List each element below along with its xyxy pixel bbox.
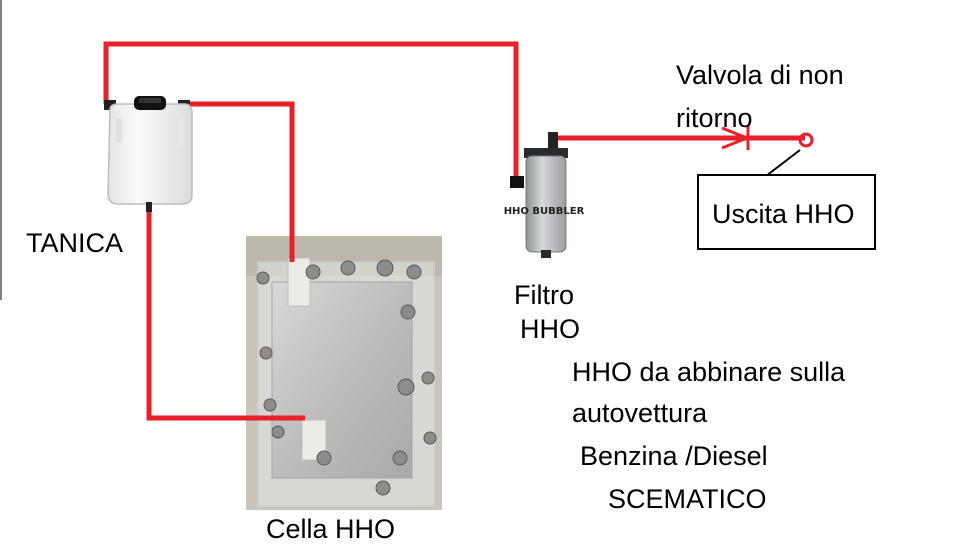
pipe-tank-to-filter (103, 41, 519, 184)
hho-bubbler-filter-image: HHO BUBBLER (504, 132, 585, 258)
filter-label-line2: HHO (520, 314, 580, 344)
hho-cell-image (246, 236, 442, 510)
cell-label: Cella HHO (266, 514, 396, 544)
outlet-circle-symbol (798, 132, 814, 148)
pipe-filter-to-valve (552, 135, 805, 146)
pipe-tank-to-cell-bottom (146, 208, 305, 421)
check-valve-symbol (721, 126, 752, 150)
outlet-label: Uscita HHO (712, 199, 855, 229)
outlet-box (697, 174, 876, 250)
filter-label-line1: Filtro (514, 280, 574, 310)
note-line2: autovettura (572, 398, 708, 428)
outlet-connector-line (765, 149, 801, 177)
tank-label: TANICA (26, 228, 124, 258)
water-tank-image (104, 96, 193, 212)
valve-label-line2: ritorno (676, 103, 753, 133)
note-line1: HHO da abbinare sulla (572, 357, 846, 387)
bubbler-print: HHO BUBBLER (504, 206, 585, 217)
pipe-tank-to-cell-top (190, 101, 295, 262)
valve-label-line1: Valvola di non (676, 60, 844, 90)
note-line3: Benzina /Diesel (580, 441, 768, 471)
note-line4: SCEMATICO (608, 484, 767, 514)
